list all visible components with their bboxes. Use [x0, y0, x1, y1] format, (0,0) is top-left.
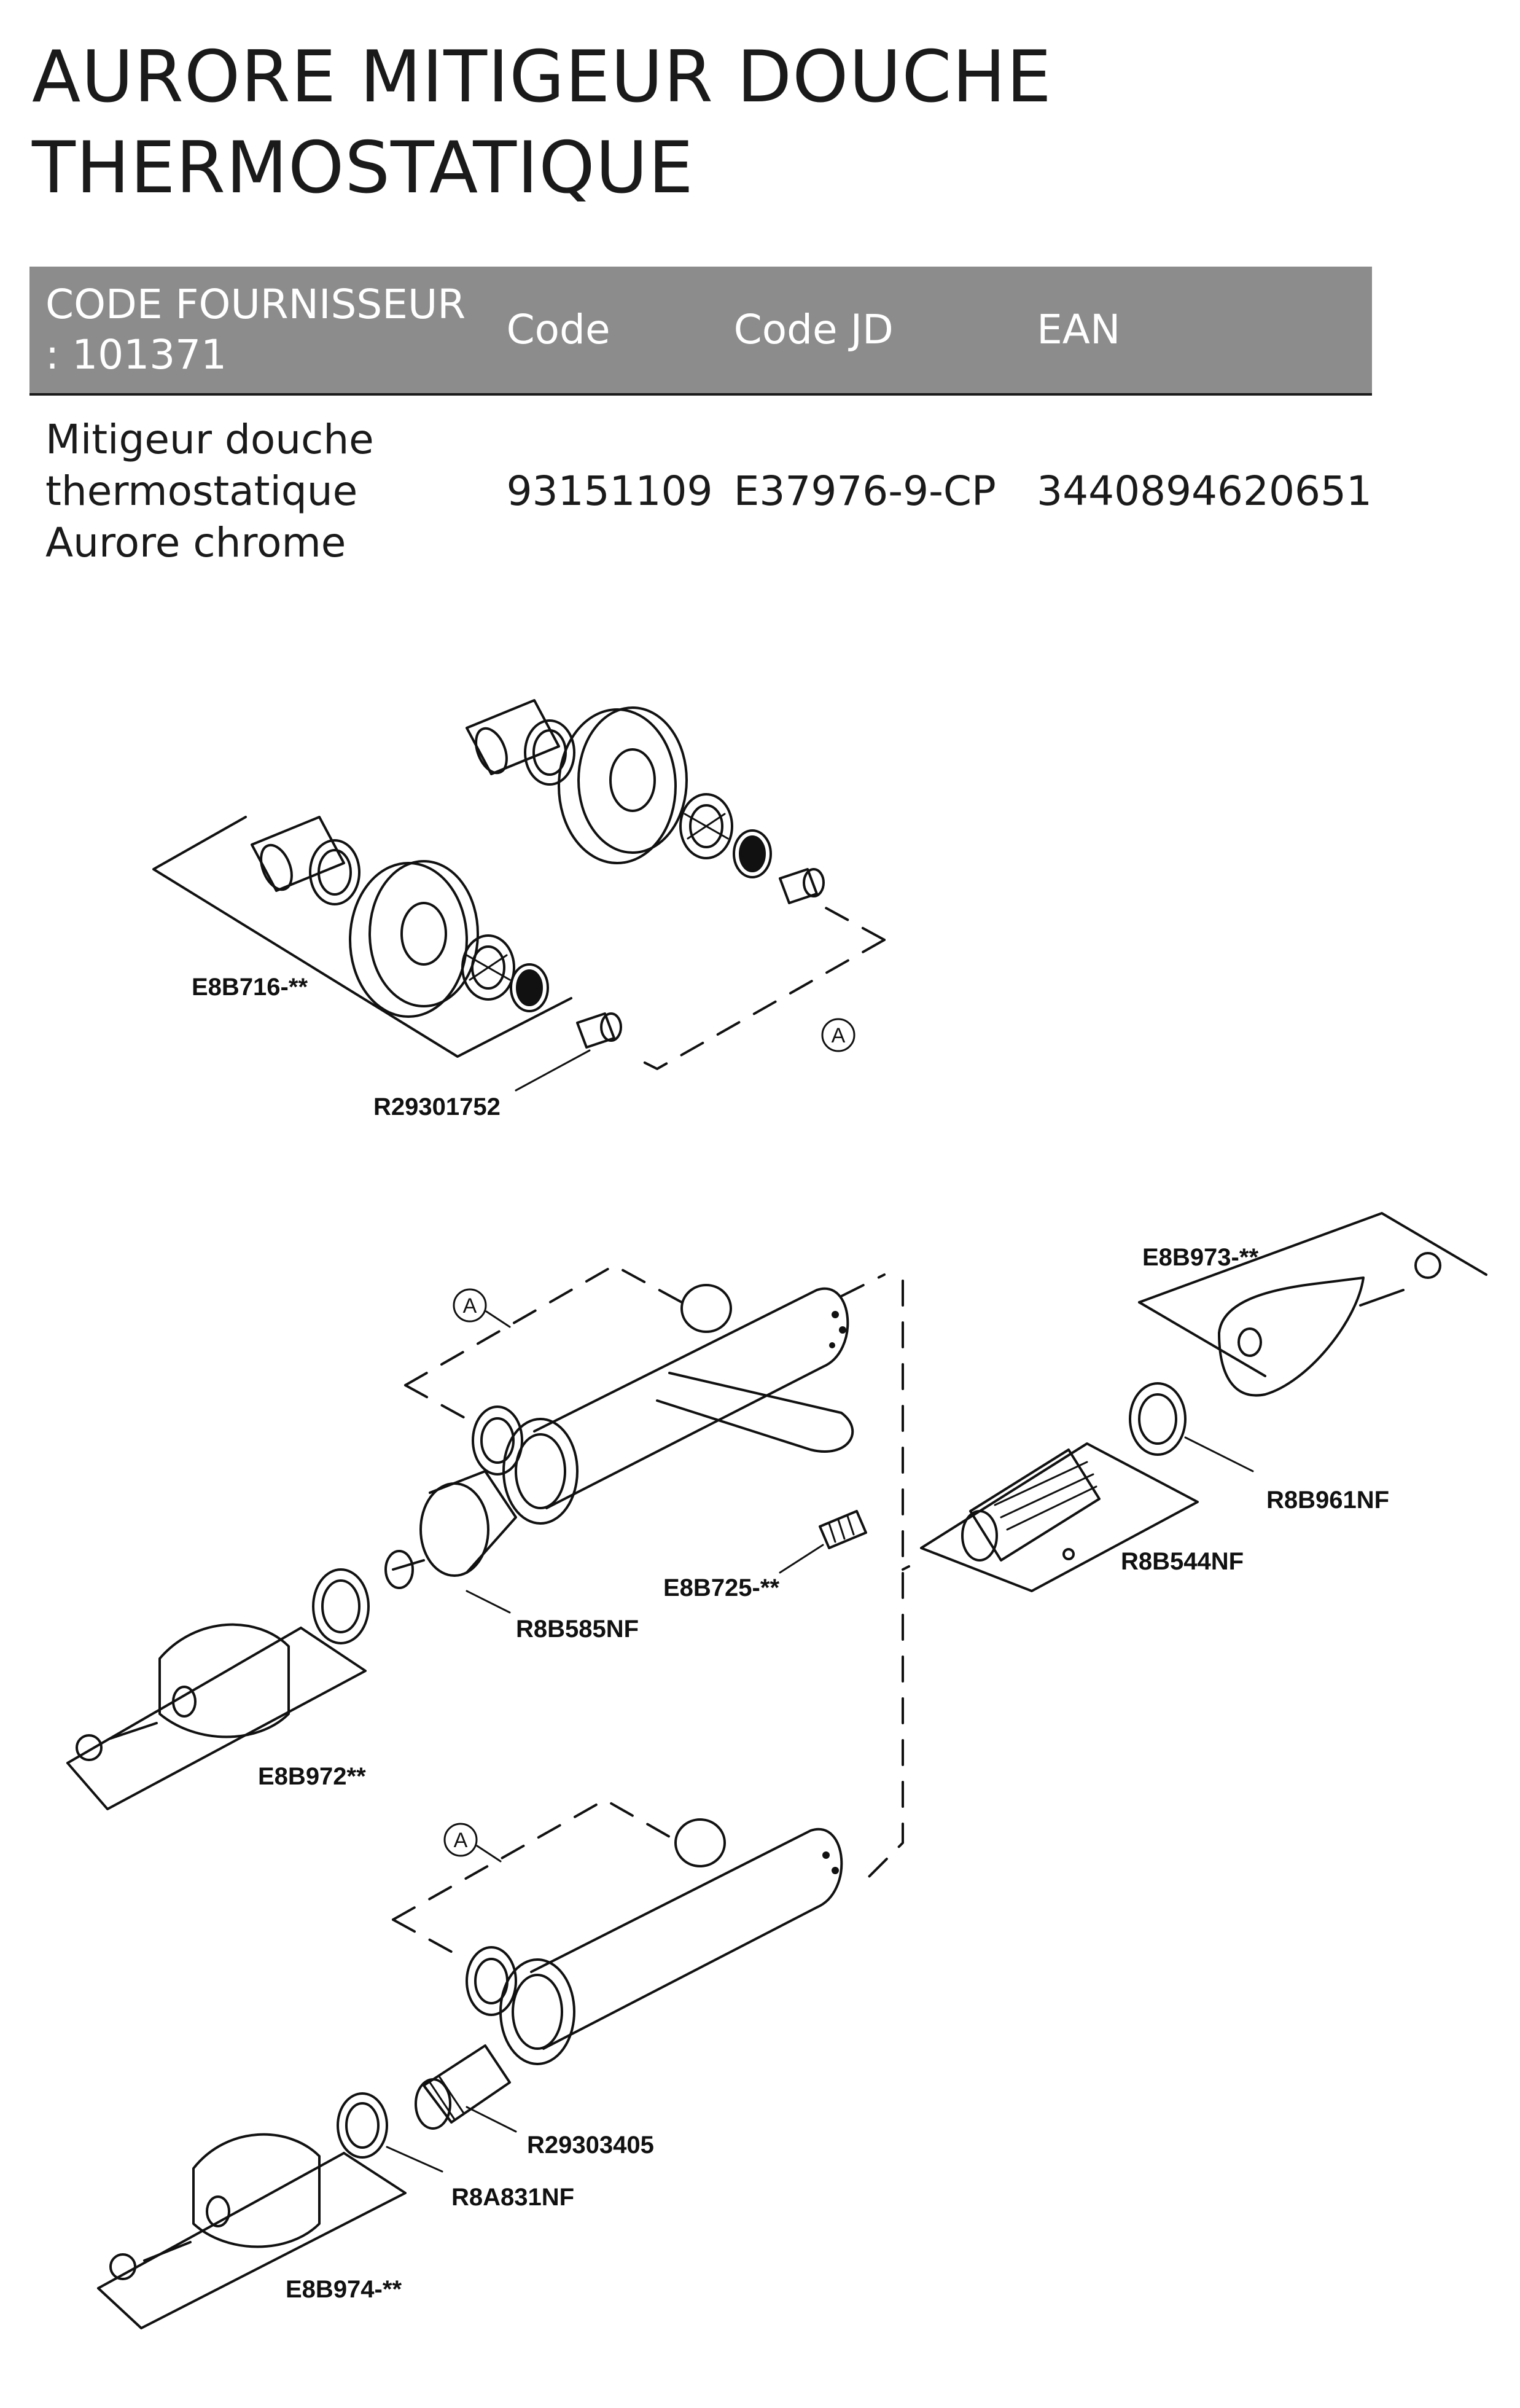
shower-mixer-body: [392, 1799, 843, 2065]
ring-r8a831nf: [337, 2092, 388, 2159]
connector-mark-a-top-label: A: [832, 1024, 846, 1047]
header-code-jd: Code JD: [717, 267, 1021, 394]
part-label-r8b961nf: R8B961NF: [1266, 1487, 1389, 1514]
part-label-e8b725: E8B725-**: [663, 1574, 779, 1601]
page-title: AURORE MITIGEUR DOUCHE THERMOSTATIQUE: [32, 32, 1444, 214]
part-label-r8b585nf: R8B585NF: [516, 1616, 639, 1643]
page-title-line1: AURORE MITIGEUR DOUCHE: [32, 36, 1052, 119]
aerator-part: [819, 1510, 867, 1549]
part-label-e8b973: E8B973-**: [1142, 1244, 1258, 1271]
part-label-r8a831nf: R8A831NF: [451, 2184, 574, 2211]
nut-right: [679, 793, 733, 859]
eccentric-connector-left: [251, 816, 361, 905]
seal-ring-left: [510, 963, 549, 1012]
wall-connection-kit: A: [152, 699, 886, 1092]
handle-e8b974: [97, 2133, 407, 2329]
cell-code: 93151109: [506, 467, 713, 515]
filter-left: [576, 1012, 622, 1049]
header-code: Code: [490, 267, 718, 394]
page-title-line2: THERMOSTATIQUE: [32, 127, 694, 209]
ring-r8b961nf: [1129, 1382, 1187, 1456]
eccentric-connector-right: [466, 699, 575, 786]
part-label-e8b972: E8B972**: [258, 1763, 366, 1790]
cell-ean: 3440894620651: [1037, 467, 1372, 515]
part-label-r29303405: R29303405: [527, 2132, 654, 2159]
wall-rosette-right: [558, 706, 688, 864]
seal-ring-right: [733, 829, 772, 878]
header-supplier-code: CODE FOURNISSEUR : 101371: [29, 267, 491, 394]
filter-right: [779, 868, 825, 904]
connector-mark-a-middle-label: A: [463, 1294, 477, 1318]
exploded-parts-diagram: A E8B716-** R29301752 A E8B725-**: [66, 699, 1487, 2329]
cell-code-jd: E37976-9-CP: [733, 467, 996, 515]
wall-rosette-left: [349, 860, 479, 1018]
table-row: Mitigeur douche thermostatique Aurore ch…: [29, 394, 1372, 587]
connector-mark-a-bottom: A: [443, 1823, 478, 1857]
headpart-r29303405: [415, 2044, 511, 2130]
cartridge-r8b544nf: [920, 1442, 1199, 1592]
cell-description: Mitigeur douche thermostatique Aurore ch…: [45, 416, 374, 566]
ring-middle: [312, 1568, 370, 1644]
handle-e8b972: [66, 1623, 367, 1810]
table-header-row: CODE FOURNISSEUR : 101371 Code Code JD E…: [29, 267, 1372, 394]
header-ean: EAN: [1021, 267, 1372, 394]
product-spec-table: CODE FOURNISSEUR : 101371 Code Code JD E…: [29, 267, 1372, 587]
part-label-e8b974: E8B974-**: [286, 2276, 402, 2303]
connector-mark-a-top: A: [821, 1018, 855, 1052]
connector-mark-a-middle: A: [453, 1288, 487, 1323]
mixer-body-with-spout: [404, 1264, 886, 1525]
part-label-r8b544nf: R8B544NF: [1121, 1548, 1244, 1575]
cartridge-r8b585nf: [384, 1470, 517, 1589]
connector-mark-a-bottom-label: A: [454, 1829, 468, 1852]
handle-e8b973: [1138, 1212, 1487, 1397]
part-label-e8b716: E8B716-**: [192, 974, 308, 1001]
dashed-connection-line: [865, 1280, 904, 1881]
part-label-r29301752: R29301752: [373, 1093, 501, 1120]
nut-left: [461, 934, 515, 1001]
